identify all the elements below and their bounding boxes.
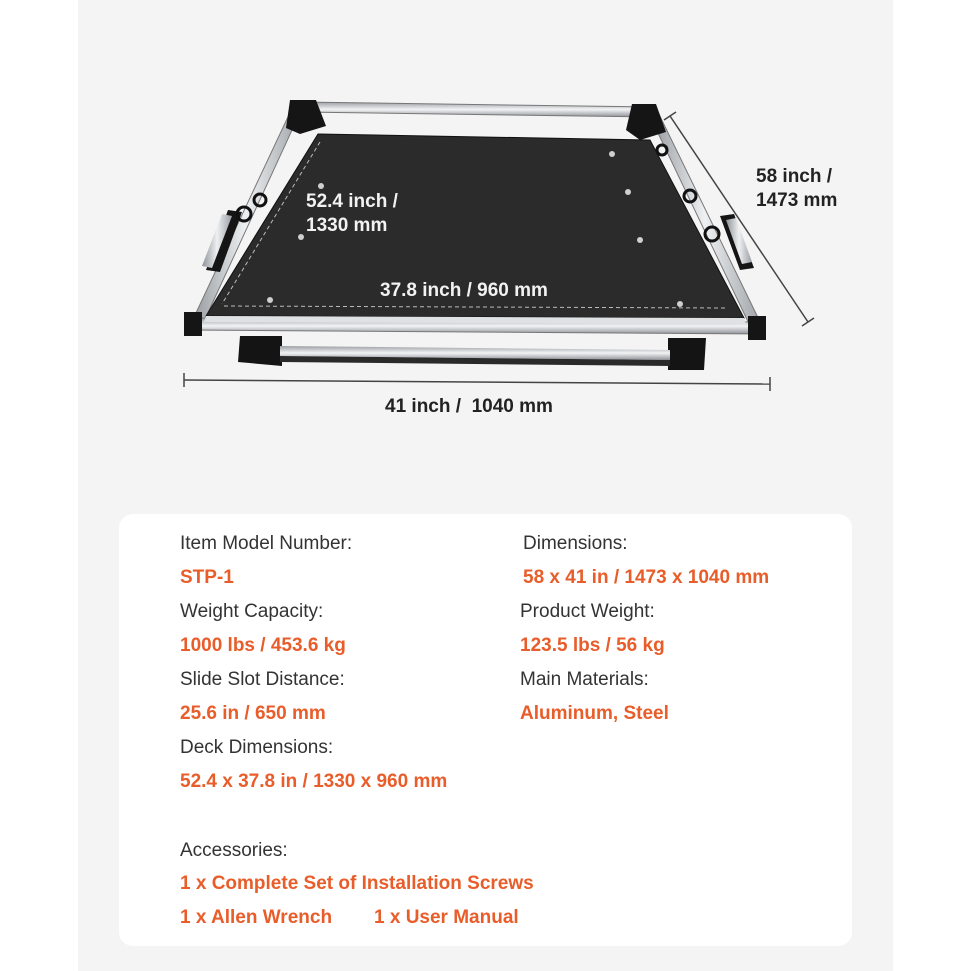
frame-top-rail [299,101,651,118]
deck-length-label: 52.4 inch / 1330 mm [306,191,398,236]
overall-width-dimension [183,373,771,391]
spec-card [119,514,852,946]
deck-width-label: 37.8 inch / 960 mm [380,280,548,301]
slide-slot-distance-value: 25.6 in / 650 mm [180,703,326,724]
side-slide-rails [202,210,754,272]
overall-length-label: 58 inch / 1473 mm [756,166,838,211]
accessory-item: 1 x Allen Wrench [180,907,333,928]
deck-dimensions-value: 52.4 x 37.8 in / 1330 x 960 mm [180,771,448,792]
deck-edge [204,316,746,324]
overall-width-label: 41 inch / 1040 mm [385,396,553,417]
main-materials-label: Main Materials: [520,669,649,690]
accessory-item: 1 x Complete Set of Installation Screws [180,873,534,894]
overall-length-dimension [663,111,815,327]
slide-slot-distance-label: Slide Slot Distance: [180,669,345,690]
deck-length-dashed-line [221,141,321,305]
deck-bolt-holes [267,151,683,307]
weight-capacity-value: 1000 lbs / 453.6 kg [180,635,346,656]
corner-brackets [184,100,766,340]
product-weight-value: 123.5 lbs / 56 kg [520,635,665,656]
dimensions-value: 58 x 41 in / 1473 x 1040 mm [523,567,770,588]
item-model-number-value: STP-1 [180,567,234,588]
product-weight-label: Product Weight: [520,601,655,622]
accessory-item: 1 x User Manual [374,907,519,928]
bottom-slide-rail [238,336,706,370]
cargo-slide-illustration [183,100,815,391]
dimensions-label: Dimensions: [523,533,628,554]
main-materials-value: Aluminum, Steel [520,703,669,724]
weight-capacity-label: Weight Capacity: [180,601,324,622]
accessories-label: Accessories: [180,840,288,861]
handles [235,143,721,243]
item-model-number-label: Item Model Number: [180,533,353,554]
deck-dimensions-label: Deck Dimensions: [180,737,334,758]
